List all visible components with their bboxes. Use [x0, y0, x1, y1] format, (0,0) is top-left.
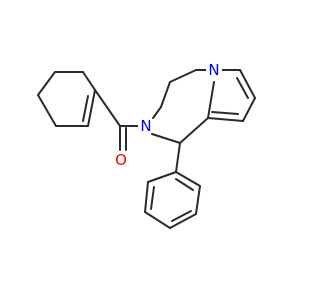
bond-ph-6 — [175, 171, 201, 187]
bond-ph-double-2 — [171, 210, 192, 222]
bond-ph-1 — [147, 171, 177, 183]
bond-cp-5 — [37, 94, 57, 127]
bond-c8-c8a-double — [211, 111, 239, 115]
cyclopentene-ring — [37, 71, 96, 127]
bond-n4-c8a — [207, 81, 215, 119]
atom-label-o: O — [113, 151, 129, 169]
bond-cp-6 — [37, 71, 56, 96]
bond-ph-double-1 — [150, 186, 155, 210]
atom-label-n2: N — [138, 117, 154, 135]
bond-n2-c3 — [152, 106, 162, 119]
bond-ph-double-3 — [175, 178, 194, 191]
bond-c6-c7-double — [236, 77, 249, 99]
atom-n2-text: N — [140, 117, 151, 135]
bond-cp-2 — [82, 71, 96, 91]
bond-c7-c8 — [242, 97, 256, 122]
bond-c8-c8a — [207, 117, 244, 122]
molecule-diagram: N N O — [37, 61, 256, 229]
bond-c1-phenyl — [175, 142, 181, 173]
bond-ph-3 — [144, 211, 171, 229]
bond-cp-double — [82, 95, 89, 122]
atom-o-text: O — [115, 151, 127, 169]
bond-c6-c7 — [239, 69, 256, 99]
atom-n4-text: N — [208, 61, 219, 79]
atom-label-n4: N — [206, 61, 222, 79]
phenyl-ring — [144, 142, 201, 229]
bond-ph-4 — [169, 213, 197, 229]
bond-c3-c4 — [160, 81, 171, 108]
bond-ring-to-carbonyl — [94, 89, 121, 127]
bond-c4-c5 — [169, 69, 197, 83]
bond-ph-5 — [195, 185, 201, 215]
bond-ph-2 — [144, 181, 149, 213]
bond-c1-n2 — [151, 133, 181, 144]
pyrrole-ring — [207, 69, 256, 122]
piperazine-ring — [151, 69, 215, 144]
bond-cp-3 — [87, 89, 96, 127]
carbonyl-group — [94, 89, 140, 151]
bond-c8a-c1 — [179, 117, 209, 144]
